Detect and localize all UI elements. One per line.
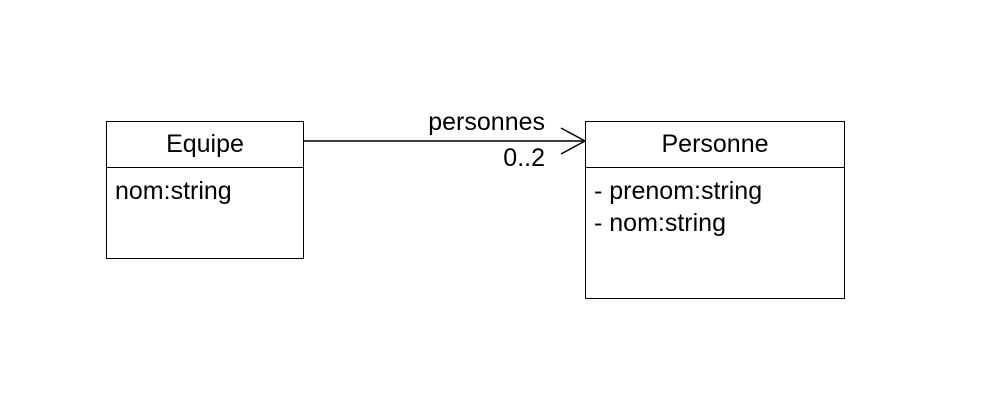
- class-equipe[interactable]: Equipe nom:string: [106, 121, 304, 259]
- attribute-prenom: - prenom:string: [594, 177, 763, 205]
- association-multiplicity-label: 0..2: [503, 144, 545, 172]
- class-name-personne: Personne: [586, 122, 844, 168]
- class-attributes-equipe: nom:string: [107, 168, 303, 207]
- class-name-equipe: Equipe: [107, 122, 303, 168]
- association-role-label: personnes: [428, 108, 545, 136]
- class-attributes-personne: - prenom:string - nom:string: [586, 168, 844, 239]
- attribute-nom: - nom:string: [594, 209, 726, 237]
- class-personne[interactable]: Personne - prenom:string - nom:string: [585, 121, 845, 299]
- attribute-nom: nom:string: [115, 177, 232, 205]
